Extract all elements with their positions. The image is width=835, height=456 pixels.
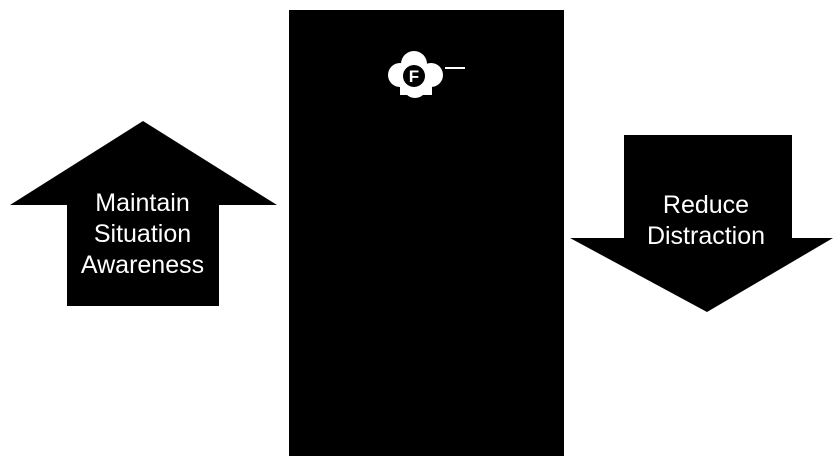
cloud-logo-icon: F [388, 51, 465, 98]
down-arrow-line-2: Distraction [646, 222, 766, 250]
down-arrow-label: Reduce Distraction [620, 190, 792, 252]
logo-letter: F [409, 67, 419, 86]
down-arrow [570, 135, 833, 312]
up-arrow-line-1: Maintain [95, 189, 190, 217]
up-arrow-line-2: Situation [93, 220, 192, 248]
up-arrow-line-3: Awareness [80, 251, 205, 279]
up-arrow [10, 121, 277, 306]
up-arrow-label: Maintain Situation Awareness [66, 188, 219, 281]
down-arrow-line-1: Reduce [662, 191, 750, 219]
